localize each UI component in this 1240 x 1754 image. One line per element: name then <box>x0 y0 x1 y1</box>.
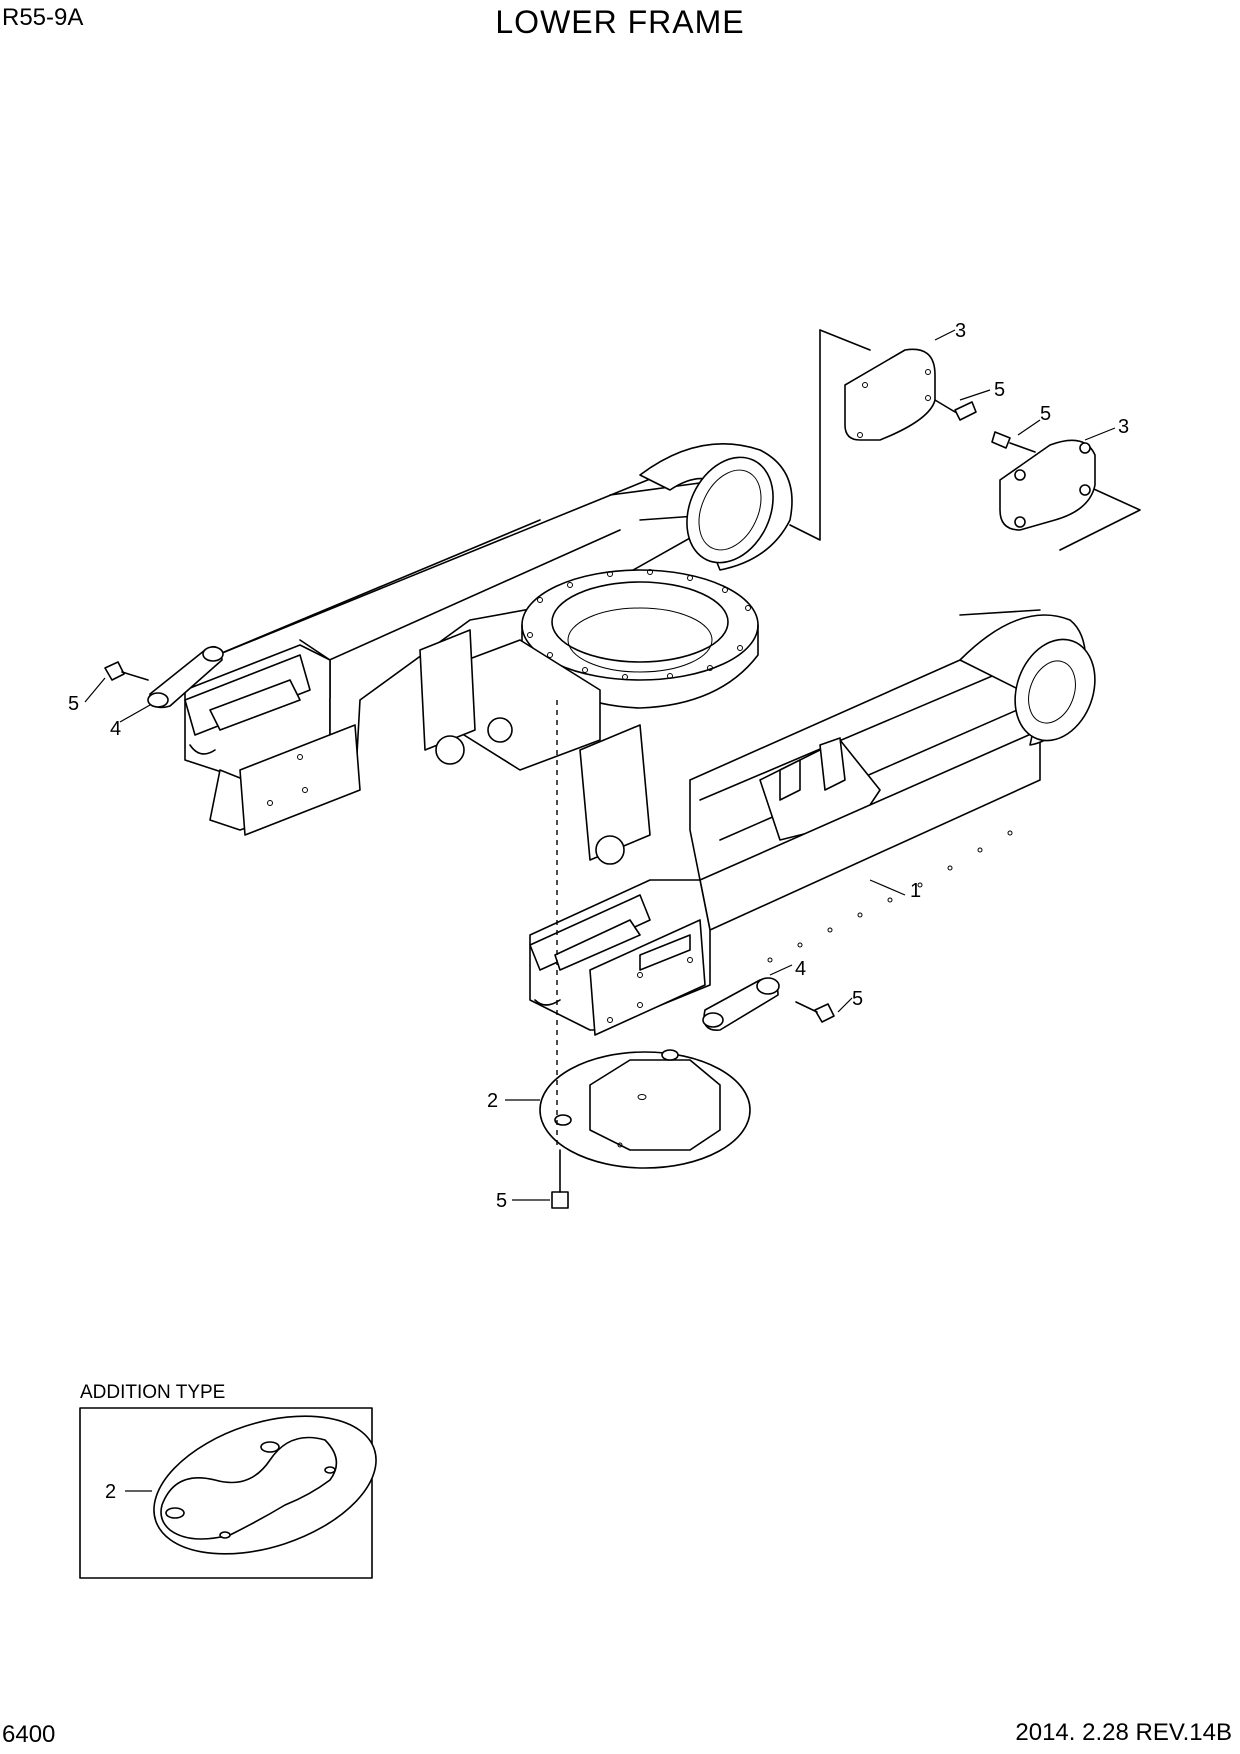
date-revision: 2014. 2.28 REV.14B <box>1015 1719 1232 1746</box>
bolt-icon <box>551 1149 569 1209</box>
callout-5-mid: 5 <box>1040 403 1051 425</box>
callout-5-right: 5 <box>852 988 863 1010</box>
callout-2-inset: 2 <box>105 1481 116 1503</box>
page-title: LOWER FRAME <box>495 4 745 40</box>
callout-4-right: 4 <box>795 958 806 980</box>
callout-3-upper: 3 <box>955 320 966 342</box>
link-part-right <box>702 977 780 1031</box>
addition-type-inset <box>79 1407 377 1579</box>
callout-5-bottom: 5 <box>496 1190 507 1212</box>
callout-3-lower: 3 <box>1118 416 1129 438</box>
inset-label: ADDITION TYPE <box>80 1382 226 1403</box>
callout-labels: 1 3 3 5 5 5 4 4 5 2 5 2 <box>68 320 1129 1503</box>
bolt-icon <box>104 661 149 681</box>
callout-5-left: 5 <box>68 693 79 715</box>
callout-2: 2 <box>487 1090 498 1112</box>
callout-5-upper: 5 <box>994 379 1005 401</box>
callout-leaders <box>84 329 1116 1492</box>
bolt-icon <box>991 431 1036 453</box>
cover-plate-upper <box>789 329 936 541</box>
beam-holes <box>767 830 1013 963</box>
callout-4-left: 4 <box>110 718 121 740</box>
lower-frame-body <box>184 443 1096 1036</box>
link-part-left <box>147 645 224 709</box>
ring-bolt-holes <box>527 569 751 680</box>
page-number: 6400 <box>2 1721 56 1748</box>
cover-plate-lower <box>999 439 1141 551</box>
model-code: R55-9A <box>2 4 84 31</box>
under-cover-plate <box>539 1049 751 1169</box>
bolt-icon <box>795 1001 835 1023</box>
callout-1: 1 <box>910 880 921 902</box>
bolt-icon <box>934 399 977 421</box>
